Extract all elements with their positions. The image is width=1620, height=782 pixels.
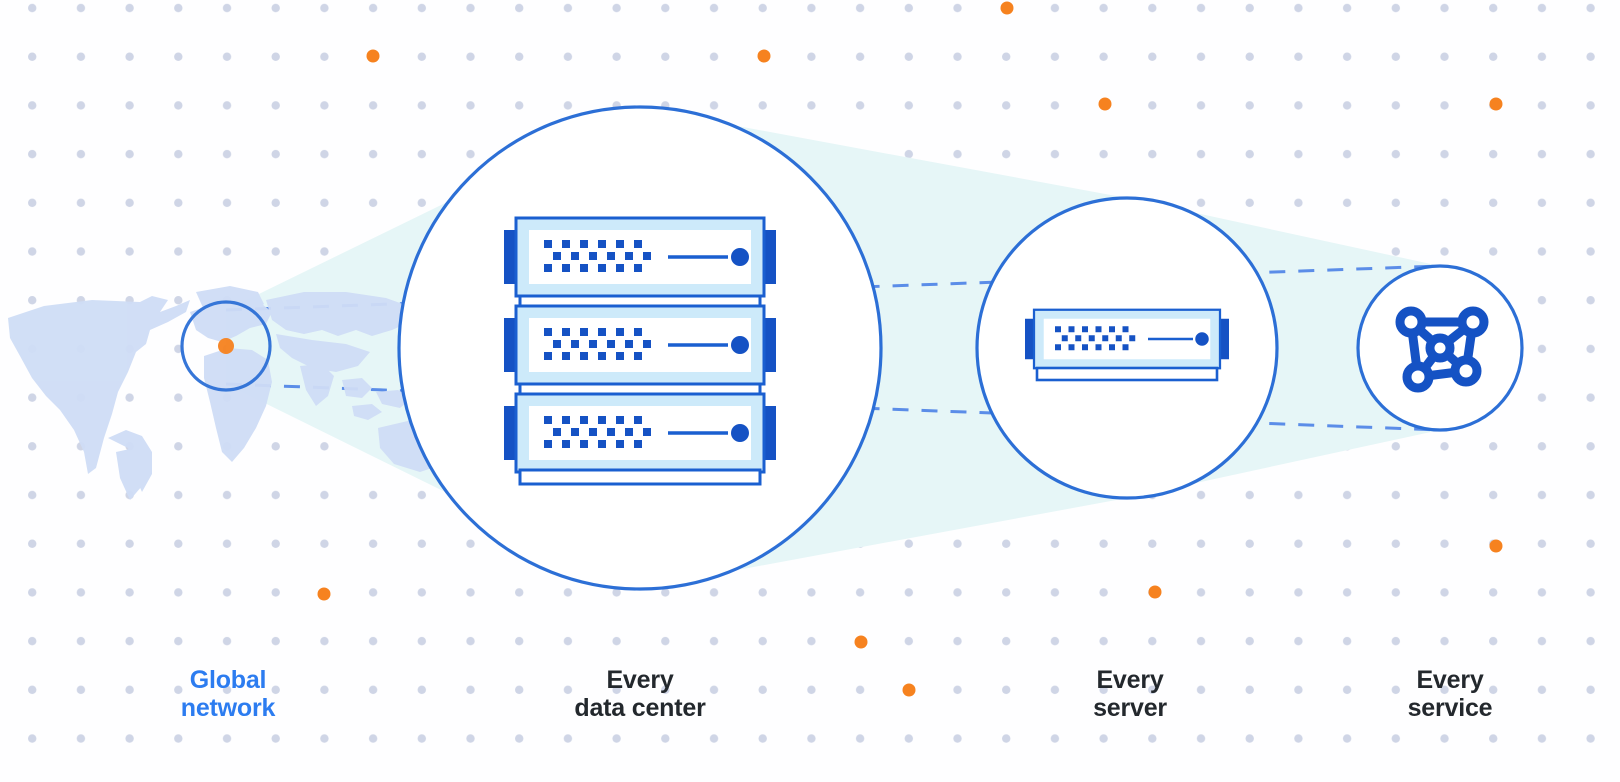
- label-every-server: Every server: [1093, 666, 1167, 722]
- server-unit-2: [502, 304, 778, 386]
- label-every-service: Every service: [1407, 666, 1493, 722]
- rack-base: [518, 468, 762, 486]
- label-every-data-center: Every data center: [574, 666, 706, 722]
- single-server-base: [1035, 366, 1219, 382]
- single-server-icon: [1023, 308, 1231, 382]
- global-network-highlight-circle: [180, 300, 272, 392]
- server-unit-1: [502, 216, 778, 298]
- network-graph-icon: [1395, 306, 1489, 393]
- label-global-network: Global network: [180, 666, 276, 722]
- global-network-location-pin: [218, 338, 234, 354]
- server-unit-single: [1023, 308, 1231, 370]
- server-rack-icon: [502, 216, 778, 486]
- server-unit-3: [502, 392, 778, 474]
- accent-dots: [317, 1, 1503, 697]
